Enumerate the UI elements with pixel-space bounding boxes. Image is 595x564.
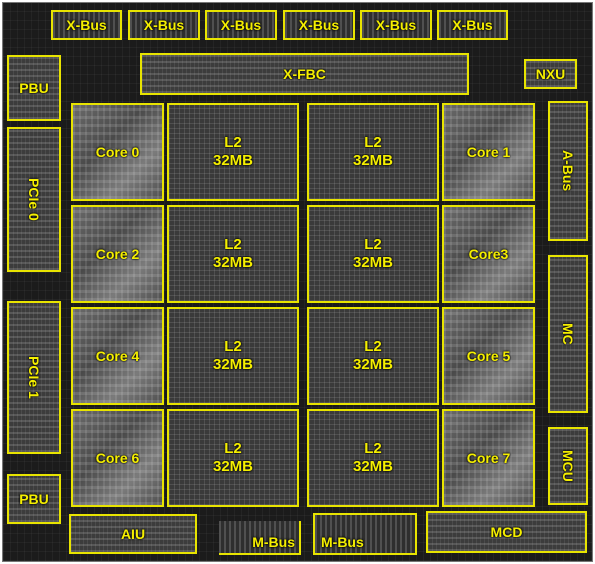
pcie1-block: PCIe 1 (7, 301, 61, 454)
core-1: Core 1 (442, 103, 535, 201)
x-bus-1: X-Bus (128, 10, 200, 40)
x-bus-2: X-Bus (205, 10, 277, 40)
l2-label: L232MB (309, 236, 437, 272)
x-bus-4: X-Bus (360, 10, 432, 40)
l2-cache: L232MB (167, 103, 299, 201)
core-label: Core 7 (444, 450, 533, 466)
core-label: Core 5 (444, 348, 533, 364)
l2-cache: L232MB (307, 409, 439, 507)
m-bus-right-label: M-Bus (321, 534, 364, 550)
pcie0-label: PCIe 0 (26, 129, 42, 270)
x-bus-5: X-Bus (437, 10, 508, 40)
core-7: Core 7 (442, 409, 535, 507)
x-bus-label: X-Bus (207, 17, 275, 33)
l2-label: L232MB (169, 236, 297, 272)
core-label: Core 2 (73, 246, 162, 262)
pcie0-block: PCIe 0 (7, 127, 61, 272)
core-3: Core3 (442, 205, 535, 303)
mc-label: MC (560, 257, 576, 411)
mcu-label: MCU (560, 429, 576, 503)
pbu-bottom-block: PBU (7, 474, 61, 524)
x-bus-label: X-Bus (362, 17, 430, 33)
pbu-top-block: PBU (7, 55, 61, 121)
l2-cache: L232MB (307, 103, 439, 201)
l2-cache: L232MB (167, 409, 299, 507)
mc-block: MC (548, 255, 588, 413)
l2-label: L232MB (169, 440, 297, 476)
core-0: Core 0 (71, 103, 164, 201)
m-bus-right: M-Bus (313, 513, 417, 555)
x-fbc-label: X-FBC (142, 66, 467, 82)
pcie1-label: PCIe 1 (26, 303, 42, 452)
core-4: Core 4 (71, 307, 164, 405)
l2-cache: L232MB (167, 307, 299, 405)
l2-label: L232MB (169, 338, 297, 374)
aiu-label: AIU (71, 526, 195, 542)
core-label: Core 1 (444, 144, 533, 160)
m-bus-left-label: M-Bus (252, 534, 295, 550)
core-label: Core 0 (73, 144, 162, 160)
core-label: Core3 (444, 246, 533, 262)
x-bus-label: X-Bus (130, 17, 198, 33)
mcu-block: MCU (548, 427, 588, 505)
aiu-block: AIU (69, 514, 197, 554)
l2-cache: L232MB (307, 205, 439, 303)
nxu-label: NXU (526, 66, 575, 82)
a-bus-block: A-Bus (548, 101, 588, 241)
mcd-block: MCD (426, 511, 587, 553)
mcd-label: MCD (428, 524, 585, 540)
core-2: Core 2 (71, 205, 164, 303)
pbu-top-label: PBU (9, 80, 59, 96)
x-bus-0: X-Bus (51, 10, 122, 40)
a-bus-label: A-Bus (560, 103, 576, 239)
l2-cache: L232MB (167, 205, 299, 303)
x-bus-3: X-Bus (283, 10, 355, 40)
core-label: Core 4 (73, 348, 162, 364)
l2-label: L232MB (309, 440, 437, 476)
nxu-block: NXU (524, 59, 577, 89)
core-label: Core 6 (73, 450, 162, 466)
x-fbc-block: X-FBC (140, 53, 469, 95)
l2-label: L232MB (169, 134, 297, 170)
x-bus-label: X-Bus (53, 17, 120, 33)
l2-label: L232MB (309, 134, 437, 170)
core-6: Core 6 (71, 409, 164, 507)
l2-label: L232MB (309, 338, 437, 374)
pbu-bottom-label: PBU (9, 491, 59, 507)
x-bus-label: X-Bus (439, 17, 506, 33)
m-bus-left: M-Bus (219, 521, 301, 555)
core-5: Core 5 (442, 307, 535, 405)
x-bus-label: X-Bus (285, 17, 353, 33)
l2-cache: L232MB (307, 307, 439, 405)
